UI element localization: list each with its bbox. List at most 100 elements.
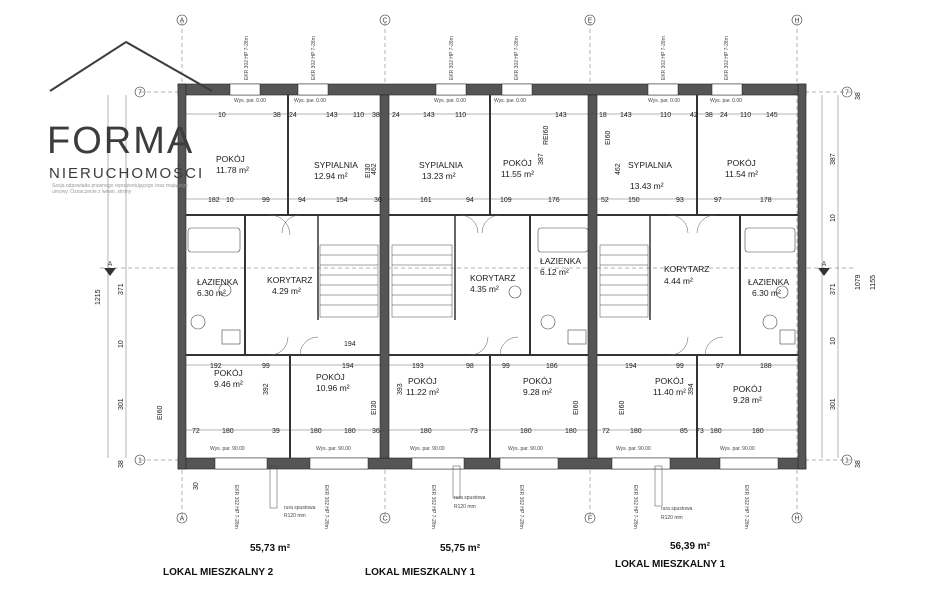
- unit-label: LOKAL MIESZKALNY 2: [163, 567, 274, 578]
- svg-text:154: 154: [336, 197, 348, 204]
- room-name: POKÓJ: [733, 384, 762, 394]
- svg-text:10: 10: [118, 340, 125, 348]
- unit-label: LOKAL MIESZKALNY 1: [615, 559, 726, 570]
- svg-text:30: 30: [193, 482, 200, 490]
- svg-text:10: 10: [218, 112, 226, 119]
- svg-text:38: 38: [118, 460, 125, 468]
- svg-text:394: 394: [688, 383, 695, 395]
- room-area: 4.29 m²: [272, 286, 301, 296]
- svg-text:1079: 1079: [855, 274, 862, 290]
- svg-text:EKR 302 HP 7-28m: EKR 302 HP 7-28m: [632, 485, 638, 529]
- svg-text:180: 180: [520, 428, 532, 435]
- svg-text:93: 93: [676, 197, 684, 204]
- svg-text:393: 393: [397, 383, 404, 395]
- svg-text:10: 10: [830, 214, 837, 222]
- svg-text:EKR 302 HP 7-28m: EKR 302 HP 7-28m: [311, 36, 317, 80]
- svg-text:150: 150: [628, 197, 640, 204]
- svg-text:EI60: EI60: [619, 400, 626, 415]
- svg-text:36: 36: [374, 197, 382, 204]
- svg-text:387: 387: [830, 153, 837, 165]
- svg-text:36: 36: [372, 428, 380, 435]
- party-walls: [379, 94, 598, 459]
- svg-text:rura spustowa: rura spustowa: [661, 506, 693, 512]
- svg-text:301: 301: [830, 398, 837, 410]
- svg-text:38: 38: [855, 92, 862, 100]
- logo-subtitle: NIERUCHOMOŚCI: [49, 165, 205, 182]
- svg-text:39: 39: [272, 428, 280, 435]
- svg-text:Wys. par. 0.00: Wys. par. 0.00: [294, 98, 326, 104]
- svg-text:194: 194: [344, 341, 356, 348]
- svg-text:1155: 1155: [870, 275, 877, 290]
- svg-text:38: 38: [372, 112, 380, 119]
- left-dimension-labels: 1215 371 10 301 38 30: [95, 283, 200, 490]
- room-labels: POKÓJ 11.78 m² SYPIALNIA 12.94 m² SYPIAL…: [197, 154, 789, 405]
- svg-text:10: 10: [226, 197, 234, 204]
- room-area: 11.40 m²: [653, 387, 686, 397]
- door-swings: [269, 214, 724, 356]
- svg-text:EI60: EI60: [573, 400, 580, 415]
- dimension-lines: [107, 95, 839, 458]
- svg-text:109: 109: [500, 197, 512, 204]
- unit-area: 55,73 m²: [250, 543, 291, 554]
- svg-text:42: 42: [690, 112, 698, 119]
- svg-text:Wys. par. 0.00: Wys. par. 0.00: [710, 98, 742, 104]
- room-area: 10.96 m²: [316, 383, 350, 393]
- svg-text:Wys. par. 90.00: Wys. par. 90.00: [316, 446, 351, 452]
- stairs: [319, 244, 649, 318]
- svg-text:Wys. par. 90.00: Wys. par. 90.00: [720, 446, 755, 452]
- svg-text:Wys. par. 90.00: Wys. par. 90.00: [508, 446, 543, 452]
- svg-text:193: 193: [412, 363, 424, 370]
- axis-label: C: [382, 516, 387, 523]
- top-dimension-labels: 10 38 24 143 110 38 24 143 110 143 18 42…: [218, 112, 778, 119]
- svg-text:REI60: REI60: [543, 125, 550, 145]
- axis-label: H: [794, 516, 799, 523]
- svg-text:18: 18: [599, 112, 607, 119]
- svg-text:24: 24: [289, 112, 297, 119]
- unit-label: LOKAL MIESZKALNY 1: [365, 567, 476, 578]
- room-area: 12.94 m²: [314, 171, 348, 181]
- svg-text:180: 180: [222, 428, 234, 435]
- axis-label: A: [180, 516, 185, 523]
- room-area: 6.12 m²: [540, 267, 569, 277]
- axis-label: 7: [138, 90, 142, 97]
- svg-text:99: 99: [262, 197, 270, 204]
- room-name: SYPIALNIA: [314, 160, 358, 170]
- svg-text:EKR 302 HP 7-28m: EKR 302 HP 7-28m: [449, 36, 455, 80]
- svg-text:72: 72: [192, 428, 200, 435]
- svg-text:Wys. par. 0.00: Wys. par. 0.00: [648, 98, 680, 104]
- svg-text:145: 145: [766, 112, 778, 119]
- room-area: 4.44 m²: [664, 276, 693, 286]
- svg-text:180: 180: [310, 428, 322, 435]
- bottom-dimension-labels: 72 180 39 180 180 36 180 73 180 180 72 1…: [192, 428, 764, 435]
- svg-text:110: 110: [455, 112, 466, 119]
- svg-text:186: 186: [546, 363, 558, 370]
- svg-text:180: 180: [344, 428, 356, 435]
- svg-text:Wys. par. 90.00: Wys. par. 90.00: [616, 446, 651, 452]
- svg-text:143: 143: [620, 112, 632, 119]
- svg-text:52: 52: [601, 197, 609, 204]
- room-area: 13.43 m²: [630, 181, 664, 191]
- svg-text:73: 73: [696, 428, 704, 435]
- exterior-walls: [177, 83, 807, 470]
- room-name: POKÓJ: [408, 376, 437, 386]
- logo-small-text: Sesja odpowiada prawnego reprezentująceg…: [52, 183, 188, 195]
- svg-text:180: 180: [710, 428, 722, 435]
- room-depth-labels: 462 387 462 392 393 394: [263, 153, 695, 395]
- room-area: 4.35 m²: [470, 284, 499, 294]
- svg-text:110: 110: [660, 112, 671, 119]
- room-area: 9.46 m²: [214, 379, 243, 389]
- svg-text:EI30: EI30: [365, 163, 372, 178]
- svg-text:EKR 302 HP 7-28m: EKR 302 HP 7-28m: [323, 485, 329, 529]
- room-name: ŁAZIENKA: [540, 256, 581, 266]
- svg-text:Wys. par. 0.00: Wys. par. 0.00: [434, 98, 466, 104]
- room-name: POKÓJ: [503, 158, 532, 168]
- svg-text:EKR 302 HP 7-28m: EKR 302 HP 7-28m: [233, 485, 239, 529]
- svg-text:371: 371: [118, 283, 125, 295]
- svg-text:38: 38: [273, 112, 281, 119]
- svg-text:24: 24: [392, 112, 400, 119]
- svg-text:Wys. par. 0.00: Wys. par. 0.00: [494, 98, 526, 104]
- axis-label: H: [794, 18, 799, 25]
- svg-text:392: 392: [263, 383, 270, 395]
- svg-text:94: 94: [298, 197, 306, 204]
